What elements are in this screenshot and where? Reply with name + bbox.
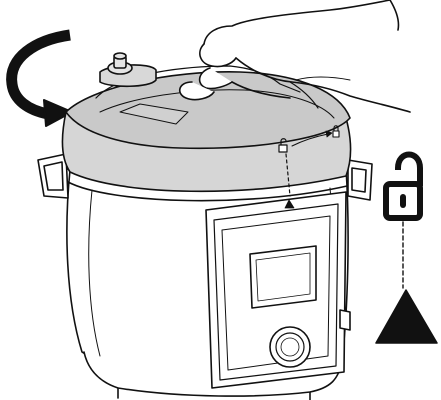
rotate-arrow-icon xyxy=(12,35,72,126)
control-dial xyxy=(270,327,310,367)
unlock-padlock-icon xyxy=(386,155,420,219)
steam-valve xyxy=(100,53,156,86)
alignment-triangle-icon xyxy=(376,290,437,343)
control-panel xyxy=(206,192,350,388)
